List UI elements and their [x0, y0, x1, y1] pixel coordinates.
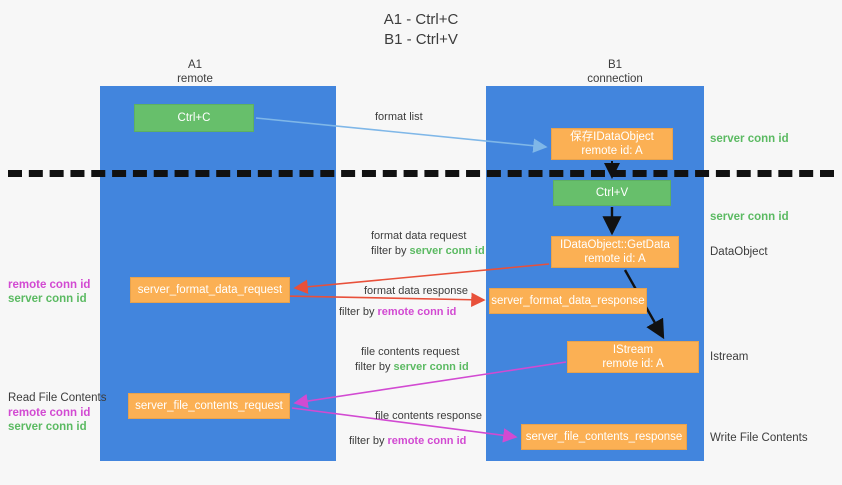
node-ctrl-v[interactable]: Ctrl+V — [553, 180, 671, 206]
node-ctrl-c-line1: Ctrl+C — [177, 112, 211, 124]
edge-label-file-contents-response: file contents response — [375, 410, 483, 422]
node-istream[interactable]: IStream remote id: A — [567, 341, 699, 373]
lane-header-a1: A1 remote — [120, 58, 270, 86]
title-line-1: A1 - Ctrl+C — [383, 11, 459, 28]
annotation-server-conn-id-1: server conn id — [8, 293, 87, 305]
lane-a1-name: A1 — [187, 59, 203, 71]
filter-value-server-conn-id: server conn id — [409, 245, 485, 257]
node-server-file-contents-response[interactable]: server_file_contents_response — [521, 424, 687, 450]
filter-prefix: filter by — [371, 245, 410, 257]
node-server-format-data-response[interactable]: server_format_data_response — [489, 288, 647, 314]
filter-prefix: filter by — [349, 435, 388, 447]
annotation-write-file-contents: Write File Contents — [710, 432, 808, 444]
lane-b1-role: connection — [587, 73, 643, 85]
annotation-istream: Istream — [710, 351, 749, 363]
annotation-server-conn-id-mid: server conn id — [710, 211, 789, 223]
node-save-dataobject[interactable]: 保存IDataObject remote id: A — [551, 128, 673, 160]
edge-filter-file-contents-request: filter by server conn id — [355, 360, 469, 374]
edge-filter-format-data-request: filter by server conn id — [371, 244, 485, 258]
annotation-remote-conn-id-1: remote conn id — [8, 279, 91, 291]
edge-label-format-data-request: format data request — [371, 230, 467, 242]
title-line-2: B1 - Ctrl+V — [384, 31, 458, 48]
node-ctrl-c[interactable]: Ctrl+C — [134, 104, 254, 132]
annotation-read-file-contents-group: Read File Contents remote conn id server… — [8, 391, 106, 434]
lane-a1-role: remote — [177, 73, 213, 85]
annotation-read-file-contents: Read File Contents — [8, 392, 107, 404]
edge-label-format-data-response: format data response — [364, 285, 468, 297]
annotation-server-conn-id-2: server conn id — [8, 421, 87, 433]
node-ctrl-v-line1: Ctrl+V — [595, 187, 629, 199]
edge-filter-file-contents-response: filter by remote conn id — [349, 434, 466, 448]
filter-prefix: filter by — [339, 306, 378, 318]
filter-value-remote-conn-id: remote conn id — [387, 435, 467, 447]
node-save-dataobject-line2: remote id: A — [581, 145, 643, 157]
node-idataobject-getdata[interactable]: IDataObject::GetData remote id: A — [551, 236, 679, 268]
node-server-format-data-request[interactable]: server_format_data_request — [130, 277, 290, 303]
filter-prefix: filter by — [355, 361, 394, 373]
node-server-file-contents-request-label: server_file_contents_request — [135, 400, 283, 412]
node-server-format-data-request-label: server_format_data_request — [137, 284, 283, 296]
annotation-server-conn-id-top: server conn id — [710, 133, 789, 145]
node-server-file-contents-request[interactable]: server_file_contents_request — [128, 393, 290, 419]
lane-b1-name: B1 — [607, 59, 623, 71]
edge-label-format-list: format list — [375, 111, 423, 123]
phase-divider — [8, 170, 834, 177]
filter-value-remote-conn-id: remote conn id — [377, 306, 457, 318]
lane-header-b1: B1 connection — [540, 58, 690, 86]
diagram-title: A1 - Ctrl+C B1 - Ctrl+V — [0, 10, 842, 50]
node-getdata-line1: IDataObject::GetData — [560, 239, 670, 251]
node-save-dataobject-line1: 保存IDataObject — [570, 131, 654, 143]
annotation-conn-ids-upper: remote conn id server conn id — [8, 278, 90, 306]
node-getdata-line2: remote id: A — [584, 253, 646, 265]
edge-filter-format-data-response: filter by remote conn id — [339, 305, 456, 319]
node-server-format-data-response-label: server_format_data_response — [491, 295, 645, 307]
annotation-remote-conn-id-2: remote conn id — [8, 407, 91, 419]
node-server-file-contents-response-label: server_file_contents_response — [525, 431, 683, 443]
annotation-dataobject: DataObject — [710, 246, 768, 258]
edge-label-file-contents-request: file contents request — [361, 346, 460, 358]
node-istream-line2: remote id: A — [602, 358, 664, 370]
node-istream-line1: IStream — [612, 344, 654, 356]
filter-value-server-conn-id: server conn id — [393, 361, 469, 373]
